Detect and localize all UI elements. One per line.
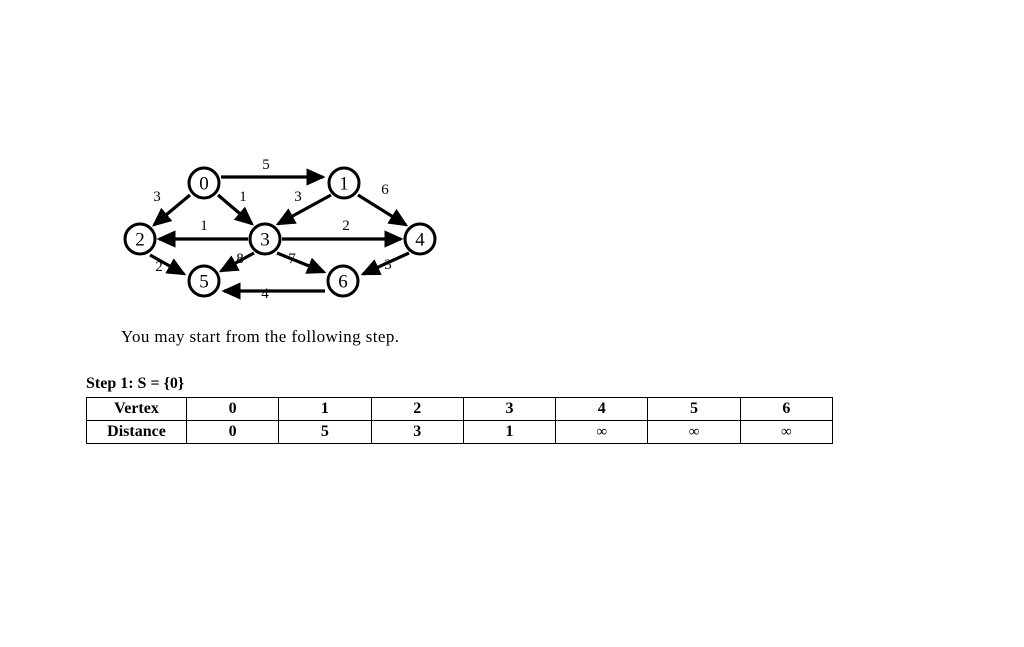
distance-cell-3: 1 [462,420,557,444]
edge-0-3 [216,193,254,226]
edge-weight-3-4: 2 [342,218,350,234]
graph-edges [149,168,410,300]
node-circle-0 [187,166,221,200]
graph-nodes: 0 1 2 3 4 5 6 [123,166,437,298]
node-label-2: 2 [135,230,145,251]
distance-cell-6: ∞ [739,420,834,444]
edge-weight-1-3: 3 [294,189,302,205]
vertex-cell-5: 5 [647,397,741,421]
vertex-cell-3: 3 [462,397,557,421]
edge-weight-0-2: 3 [153,189,161,205]
edge-weight-0-1: 5 [262,157,270,173]
edge-weight-2-5: 2 [155,259,163,275]
graph-node-5: 5 [187,264,221,298]
graph-edge-weights: 5 3 1 3 6 1 2 8 7 2 3 4 [153,157,392,302]
node-circle-6 [326,264,360,298]
distance-table: Vertex 0 1 2 3 4 5 6 Distance 0 5 3 1 ∞ … [86,397,834,444]
row-header-distance: Distance [86,420,187,444]
edge-0-2 [152,193,192,227]
edge-1-3 [275,193,332,226]
vertex-cell-1: 1 [278,397,372,421]
node-label-0: 0 [199,174,209,195]
vertex-cell-2: 2 [370,397,464,421]
graph-node-4: 4 [403,222,437,256]
node-label-1: 1 [339,174,349,195]
row-header-vertex: Vertex [86,397,187,421]
edge-weight-3-6: 7 [288,251,296,267]
node-circle-4 [403,222,437,256]
graph-node-6: 6 [326,264,360,298]
node-circle-3 [248,222,282,256]
dijkstra-graph-diagram: 5 3 1 3 6 1 2 8 7 2 3 4 0 1 2 [120,145,460,310]
graph-node-0: 0 [187,166,221,200]
instruction-text: You may start from the following step. [121,327,400,346]
graph-node-2: 2 [123,222,157,256]
edge-weight-1-4: 6 [381,182,389,198]
table-row-distance: Distance 0 5 3 1 ∞ ∞ ∞ [86,420,834,444]
edge-weight-0-3: 1 [239,189,247,205]
edge-weight-3-2: 1 [200,218,208,234]
node-label-4: 4 [415,230,425,251]
step-heading: Step 1: S = {0} [86,375,185,392]
node-label-5: 5 [199,272,209,293]
node-circle-1 [327,166,361,200]
edge-3-6 [276,251,327,274]
edge-2-5 [149,253,187,276]
distance-cell-5: ∞ [647,420,741,444]
edge-weight-4-6: 3 [384,257,392,273]
edge-1-4 [357,193,409,227]
edge-weight-3-5: 8 [236,251,244,267]
vertex-cell-0: 0 [185,397,280,421]
distance-cell-2: 3 [370,420,464,444]
node-label-6: 6 [338,272,348,293]
node-circle-5 [187,264,221,298]
distance-cell-0: 0 [185,420,280,444]
table-row-vertex: Vertex 0 1 2 3 4 5 6 [86,397,834,421]
distance-cell-4: ∞ [555,420,649,444]
node-circle-2 [123,222,157,256]
graph-node-3: 3 [248,222,282,256]
vertex-cell-4: 4 [555,397,649,421]
vertex-cell-6: 6 [739,397,834,421]
node-label-3: 3 [260,230,270,251]
edge-weight-6-5: 4 [261,286,269,302]
graph-node-1: 1 [327,166,361,200]
edge-4-6 [360,251,410,276]
edge-3-5 [218,251,255,273]
distance-cell-1: 5 [278,420,372,444]
